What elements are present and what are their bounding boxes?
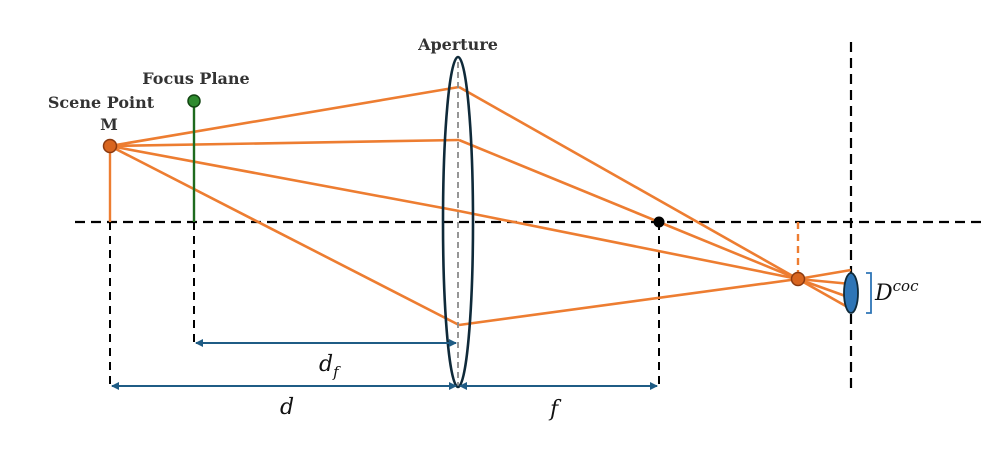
d-coc-label-sup: coc	[893, 277, 919, 295]
aperture-label: Aperture	[417, 35, 498, 54]
d-coc-label: Dcoc	[874, 277, 919, 306]
ray-top-image	[458, 85, 799, 281]
ray-bottom-image	[458, 277, 799, 327]
ray-fan-2	[797, 277, 852, 286]
ray-upper-image	[458, 138, 799, 281]
coc-bracket	[866, 272, 872, 314]
image-point	[790, 271, 806, 287]
d-f-label-sub: f	[332, 363, 341, 381]
ray-bottom-object	[109, 144, 460, 327]
d-coc-label-main: D	[874, 281, 893, 306]
ray-upper-object	[109, 138, 460, 148]
scene-point-m	[102, 138, 118, 154]
focus-plane-dot	[187, 94, 201, 108]
ray-fan-3	[797, 277, 852, 300]
focal-point	[653, 216, 665, 228]
ray-fan-4	[797, 277, 852, 311]
lens-aperture	[441, 55, 475, 389]
ray-fan-1	[797, 268, 852, 281]
scene-point-letter: M	[100, 115, 118, 134]
d-f-label: df	[319, 352, 341, 381]
ray-top-object	[109, 85, 460, 148]
d-label: d	[280, 395, 294, 420]
f-label: f	[548, 397, 562, 422]
focus-plane-label: Focus Plane	[142, 69, 249, 88]
ray-mid-image	[458, 209, 799, 281]
scene-point-label: Scene Point	[48, 93, 155, 112]
circle-of-confusion	[843, 272, 859, 314]
ray-mid-object	[109, 144, 460, 213]
light-rays	[109, 85, 852, 327]
d-f-label-main: d	[319, 352, 333, 377]
